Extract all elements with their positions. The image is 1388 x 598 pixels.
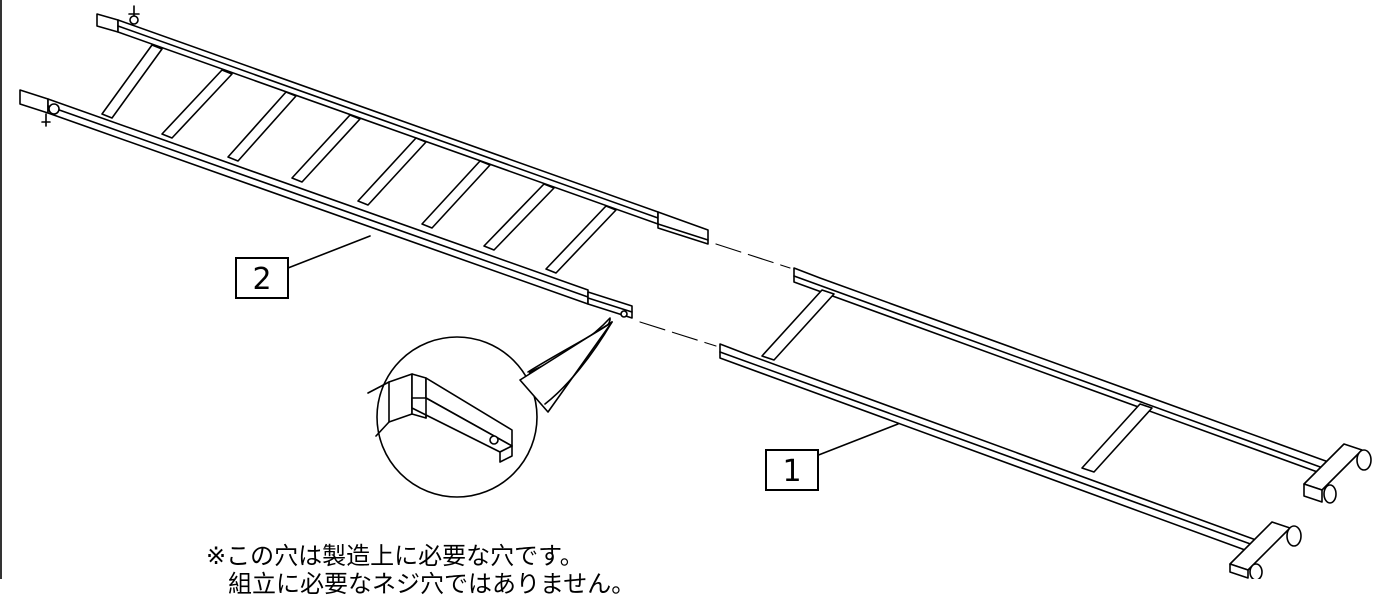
part-label-2: 2 [235, 235, 371, 299]
ladder-section-1 [719, 267, 1372, 579]
note-line-2: 組立に必要なネジ穴ではありません。 [228, 570, 636, 598]
part-label-1-text: 1 [782, 454, 801, 489]
guide-line-upper [715, 243, 791, 269]
detail-magnifier [367, 317, 613, 498]
foot-upper [1303, 443, 1372, 504]
guide-line-lower [639, 321, 717, 347]
part-label-2-text: 2 [252, 262, 271, 297]
front-rail [19, 89, 633, 319]
note-line-1: ※この穴は製造上に必要な穴です。 [206, 542, 584, 570]
foot-lower [1229, 521, 1302, 579]
ladder-assembly-diagram: 2 1 [0, 0, 1372, 579]
part-label-1: 1 [765, 423, 899, 491]
ladder-section-2 [19, 5, 709, 319]
back-rail [96, 5, 709, 245]
rungs [101, 44, 617, 274]
